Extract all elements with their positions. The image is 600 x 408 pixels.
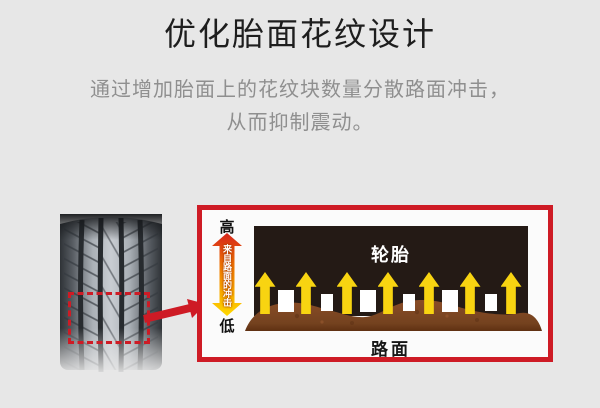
subtitle-line-1: 通过增加胎面上的花纹块数量分散路面冲击， bbox=[90, 79, 510, 101]
road-surface bbox=[245, 299, 542, 331]
impact-diagram-inner: 高 来自路面的冲击 低 轮胎 bbox=[202, 210, 548, 359]
tire-block-label: 轮胎 bbox=[371, 245, 411, 265]
impact-scale-arrow-icon bbox=[212, 233, 242, 316]
page-title: 优化胎面花纹设计 bbox=[163, 16, 436, 52]
tread-block bbox=[320, 294, 333, 311]
subtitle-line-2: 从而抑制震动。 bbox=[226, 112, 374, 134]
page-subtitle: 通过增加胎面上的花纹块数量分散路面冲击， 从而抑制震动。 bbox=[0, 74, 600, 140]
impact-scale-label: 来自路面的冲击 bbox=[222, 243, 232, 307]
tire-photo bbox=[60, 210, 162, 376]
impact-diagram: 高 来自路面的冲击 低 轮胎 bbox=[197, 205, 553, 362]
tread-block bbox=[359, 290, 376, 312]
scale-low-label: 低 bbox=[219, 318, 235, 335]
tread-block bbox=[277, 290, 294, 312]
tread-block bbox=[441, 290, 458, 312]
tire-tread-image bbox=[60, 210, 162, 376]
road-label: 路面 bbox=[371, 340, 411, 359]
tread-block bbox=[402, 294, 415, 311]
scale-high-label: 高 bbox=[219, 219, 235, 236]
tread-block bbox=[484, 294, 497, 311]
